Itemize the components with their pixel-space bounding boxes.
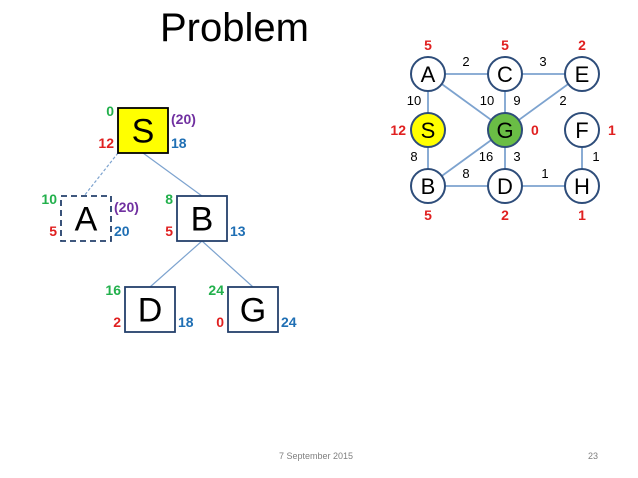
graph-edge-weight: 3 [539, 54, 546, 69]
tree-g-value: 0 [106, 103, 114, 119]
tree-f-value: 18 [171, 135, 187, 151]
tree-h-value: 0 [216, 314, 224, 330]
tree-f-value: 18 [178, 314, 194, 330]
tree-f-value: 13 [230, 223, 246, 239]
graph-node-circle [564, 56, 600, 92]
graph-node-circle [564, 168, 600, 204]
tree-g-value: 8 [165, 191, 173, 207]
graph-edge-weight: 1 [592, 149, 599, 164]
graph-node-S: S 12 [390, 112, 446, 148]
tree-node-box [60, 195, 112, 242]
tree-node-box [227, 286, 279, 333]
tree-node-box [117, 107, 169, 154]
graph-node-D: D2 [487, 168, 523, 223]
graph-node-label: A [421, 62, 436, 87]
tree-node-D: D 16 2 18 [105, 282, 194, 333]
graph-node-circle [410, 168, 446, 204]
tree-node-S: S 0 12 (20) 18 [98, 103, 196, 154]
tree-node-G: G 24 0 24 [208, 282, 297, 333]
graph-node-heuristic: 5 [424, 37, 432, 53]
graph-edge-weight: 8 [462, 166, 469, 181]
graph-node-label: E [575, 62, 590, 87]
tree-edge-B-G [201, 240, 254, 288]
tree-node-B: B 8 5 13 [165, 191, 246, 242]
graph-node-label: S [421, 118, 436, 143]
graph-node-A: A5 [410, 37, 446, 92]
graph-edge-weight: 1 [541, 166, 548, 181]
graph-node-circle [410, 56, 446, 92]
graph-node-heuristic: 0 [531, 122, 539, 138]
graph-node-label: C [497, 62, 513, 87]
graph-node-circle [564, 112, 600, 148]
graph-node-heuristic: 2 [501, 207, 509, 223]
tree-g-value: 16 [105, 282, 121, 298]
tree-g-value: 24 [208, 282, 224, 298]
tree-bound-value: (20) [171, 111, 196, 127]
graph-edge-weight: 2 [559, 93, 566, 108]
tree-h-value: 5 [165, 223, 173, 239]
graph-node-heuristic: 1 [608, 122, 616, 138]
graph-node-E: E2 [564, 37, 600, 92]
tree-bound-value: (20) [114, 199, 139, 215]
graph-node-label: B [421, 174, 436, 199]
tree-edge-B-D [149, 240, 203, 288]
graph-node-C: C5 [487, 37, 523, 92]
tree-edge-S-A [83, 152, 119, 197]
graph-node-label: F [575, 118, 588, 143]
graph-node-H: H1 [564, 168, 600, 223]
graph-node-heuristic: 2 [578, 37, 586, 53]
tree-h-value: 2 [113, 314, 121, 330]
tree-node-A: A 10 5 (20) 20 [41, 191, 139, 242]
tree-f-value: 24 [281, 314, 297, 330]
graph-node-label: G [496, 118, 513, 143]
graph-node-heuristic: 5 [424, 207, 432, 223]
graph-node-heuristic: 5 [501, 37, 509, 53]
graph-edge-weight: 2 [462, 54, 469, 69]
graph-node-B: B5 [410, 168, 446, 223]
graph-edge-weight: 3 [513, 149, 520, 164]
footer-date: 7 September 2015 [279, 451, 354, 461]
tree-h-value: 12 [98, 135, 114, 151]
graph-node-heuristic: 1 [578, 207, 586, 223]
tree-g-value: 10 [41, 191, 57, 207]
tree-node-label: A [75, 201, 98, 239]
graph-node-circle [487, 168, 523, 204]
tree-node-box [176, 195, 228, 242]
tree-edge-S-B [142, 152, 203, 197]
graph-edge-weight: 10 [407, 93, 421, 108]
tree-f-value: 20 [114, 223, 130, 239]
graph-node-circle [410, 112, 446, 148]
tree-node-label: D [138, 292, 163, 330]
tree-node-box [124, 286, 176, 333]
graph-edge-weight: 8 [410, 149, 417, 164]
tree-node-label: G [240, 292, 266, 330]
graph-edge-weight: 10 [480, 93, 494, 108]
graph-node-label: D [497, 174, 513, 199]
graph-node-label: H [574, 174, 590, 199]
graph-node-heuristic: 12 [390, 122, 406, 138]
slide-title: Problem [160, 6, 309, 50]
graph-edge-weight: 9 [513, 93, 520, 108]
graph-edge-weight: 16 [479, 149, 493, 164]
graph-node-circle [487, 112, 523, 148]
slide-number: 23 [588, 451, 599, 461]
tree-node-label: B [191, 201, 214, 239]
graph-node-circle [487, 56, 523, 92]
tree-node-label: S [132, 113, 155, 151]
tree-h-value: 5 [49, 223, 57, 239]
